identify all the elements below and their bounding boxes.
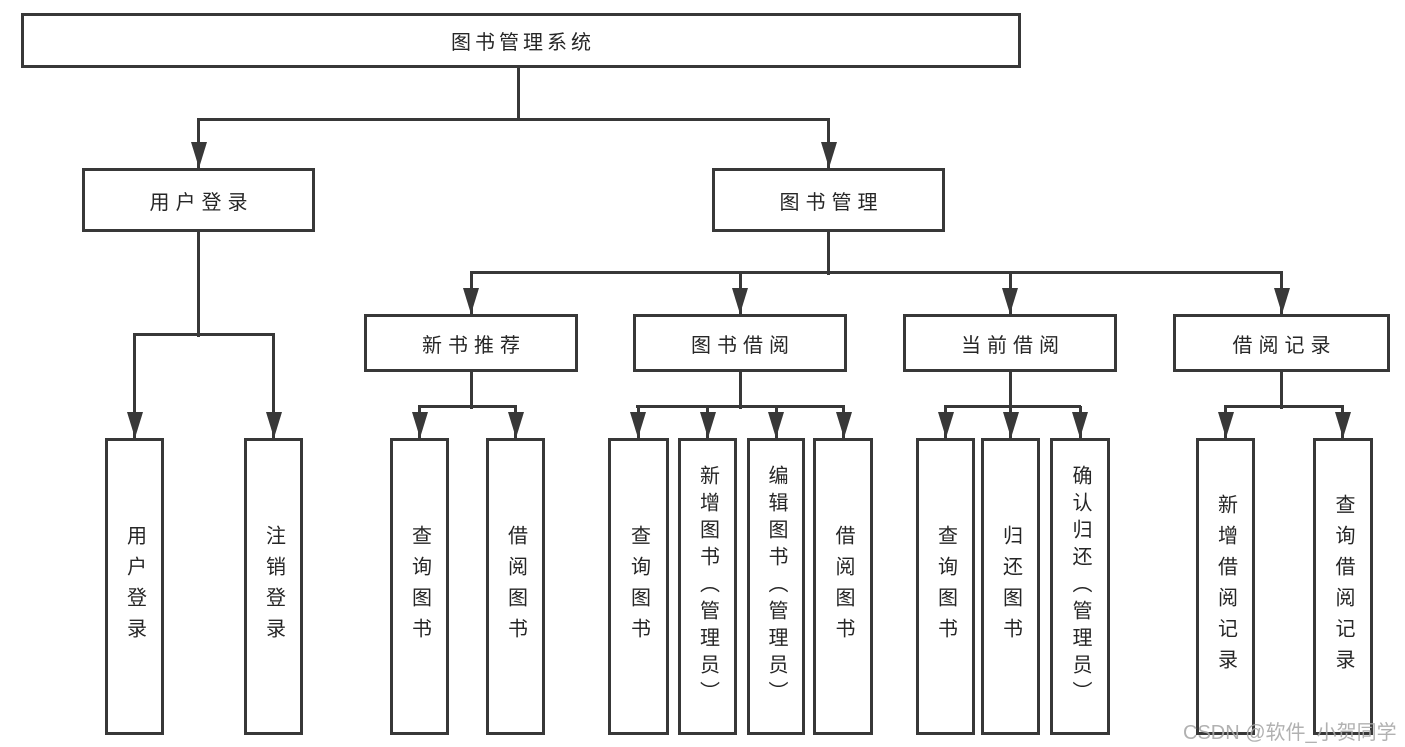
arrow-down-icon: [411, 412, 428, 438]
arrow-down-icon: [463, 288, 479, 314]
leaf-user-login: 用户登录: [105, 438, 164, 735]
connector-line-vertical: [827, 232, 830, 275]
arrow-down-icon: [835, 412, 852, 438]
arrow-down-icon: [190, 142, 207, 168]
node-current-borrowing: 当前借阅: [903, 314, 1117, 372]
node-label: 查询图书: [627, 524, 650, 649]
node-label: 用户登录: [149, 191, 254, 214]
leaf-query-books-current: 查询图书: [916, 438, 975, 735]
leaf-query-books-borrow: 查询图书: [608, 438, 669, 735]
arrow-down-icon: [1217, 412, 1234, 438]
leaf-confirm-return-admin: 确认归还（管理员）: [1050, 438, 1110, 735]
connector-line-vertical: [738, 372, 742, 409]
connector-line-horizontal: [133, 332, 275, 336]
arrow-down-icon: [630, 412, 646, 438]
node-label: 归还图书: [999, 524, 1022, 649]
node-label: 图书借阅: [691, 334, 795, 357]
connector-line-vertical: [133, 334, 136, 438]
node-label: 图书管理: [779, 191, 884, 214]
connector-line-vertical: [1280, 372, 1283, 409]
connector-line-vertical: [516, 68, 520, 121]
csdn-watermark: CSDN @软件_小贺同学: [1183, 722, 1397, 744]
arrow-down-icon: [699, 412, 716, 438]
node-label: 编辑图书（管理员）: [765, 465, 787, 708]
node-borrowing-records: 借阅记录: [1173, 314, 1390, 372]
leaf-logout: 注销登录: [244, 438, 303, 735]
connector-line-horizontal: [636, 404, 845, 408]
arrow-down-icon: [937, 412, 954, 438]
arrow-down-icon: [265, 412, 282, 438]
arrow-down-icon: [1273, 288, 1290, 314]
arrow-down-icon: [732, 288, 748, 314]
node-label: 图书管理系统: [451, 32, 595, 54]
leaf-borrow-books: 借阅图书: [813, 438, 873, 735]
arrow-down-icon: [507, 412, 524, 438]
connector-line-vertical: [1008, 372, 1012, 409]
node-label: 注销登录: [262, 524, 285, 649]
node-label: 新书推荐: [422, 334, 526, 357]
connector-line-horizontal: [197, 117, 830, 121]
node-label: 新增图书（管理员）: [696, 465, 719, 708]
leaf-borrow-books-recommend: 借阅图书: [486, 438, 545, 735]
connector-line-vertical: [469, 372, 473, 409]
node-label: 用户登录: [123, 524, 146, 649]
arrow-down-icon: [768, 412, 784, 438]
leaf-edit-books-admin: 编辑图书（管理员）: [747, 438, 805, 735]
arrow-down-icon: [1002, 288, 1018, 314]
leaf-add-books-admin: 新增图书（管理员）: [678, 438, 737, 735]
node-label: 借阅图书: [832, 524, 854, 649]
node-label: 借阅记录: [1232, 334, 1337, 357]
arrow-down-icon: [1002, 412, 1019, 438]
node-label: 查询图书: [408, 524, 431, 649]
arrow-down-icon: [1072, 412, 1088, 438]
leaf-return-books: 归还图书: [981, 438, 1040, 735]
arrow-down-icon: [1334, 412, 1351, 438]
node-new-book-recommendation: 新书推荐: [364, 314, 578, 372]
connector-line-vertical: [272, 334, 275, 438]
node-label: 查询借阅记录: [1332, 493, 1354, 680]
node-label: 借阅图书: [504, 524, 527, 649]
leaf-add-borrow-record: 新增借阅记录: [1196, 438, 1255, 735]
connector-line-horizontal: [470, 270, 1283, 274]
connector-line-horizontal: [1224, 404, 1344, 408]
node-label: 新增借阅记录: [1214, 493, 1237, 680]
node-label: 查询图书: [934, 524, 957, 649]
node-user-login: 用户登录: [82, 168, 315, 232]
node-label: 确认归还（管理员）: [1069, 465, 1091, 708]
connector-line-vertical: [197, 232, 200, 337]
node-library-management-system: 图书管理系统: [21, 13, 1021, 68]
node-book-borrowing: 图书借阅: [633, 314, 847, 372]
node-book-management: 图书管理: [712, 168, 945, 232]
leaf-query-books-recommend: 查询图书: [390, 438, 449, 735]
leaf-query-borrow-record: 查询借阅记录: [1313, 438, 1373, 735]
node-label: 当前借阅: [961, 334, 1065, 357]
arrow-down-icon: [126, 412, 143, 438]
arrow-down-icon: [820, 142, 837, 168]
connector-line-horizontal: [418, 404, 517, 408]
connector-line-horizontal: [944, 404, 1081, 408]
